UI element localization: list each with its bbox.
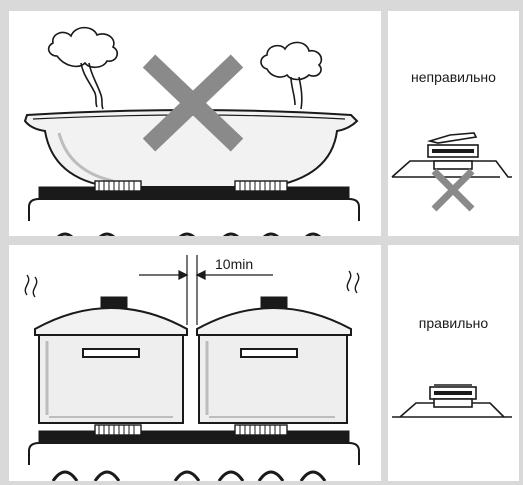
pot-icon [196, 296, 352, 424]
cross-icon [142, 54, 244, 152]
incorrect-scene-panel [9, 11, 381, 236]
correct-scene-illustration: 10min [24, 255, 360, 481]
correct-label: правильно [418, 315, 489, 331]
burner-icon [94, 424, 142, 436]
incorrect-burner-diagram [391, 132, 512, 212]
cooktop [28, 424, 360, 481]
correct-icon-panel: правильно [388, 245, 519, 481]
burner-icon [392, 398, 512, 418]
pan-icon [23, 109, 359, 188]
incorrect-label: неправильно [411, 69, 496, 85]
burner-icon [234, 180, 288, 192]
burner-icon [234, 424, 288, 436]
burner-icon [391, 160, 512, 178]
burner-icon [94, 180, 142, 192]
pan-icon [429, 384, 477, 400]
steam-icon [24, 270, 360, 298]
gap-label: 10min [215, 256, 253, 272]
steam-icon [47, 26, 119, 110]
cooktop [28, 180, 360, 236]
pan-icon [426, 132, 479, 158]
correct-scene-panel: 10min [9, 245, 381, 481]
steam-icon [260, 41, 323, 110]
cross-icon [431, 168, 475, 212]
gap-dimension [139, 255, 273, 325]
incorrect-icon-panel: неправильно [388, 11, 519, 236]
pot-icon [34, 296, 188, 424]
incorrect-scene-illustration [23, 26, 360, 236]
correct-burner-diagram [392, 384, 512, 418]
